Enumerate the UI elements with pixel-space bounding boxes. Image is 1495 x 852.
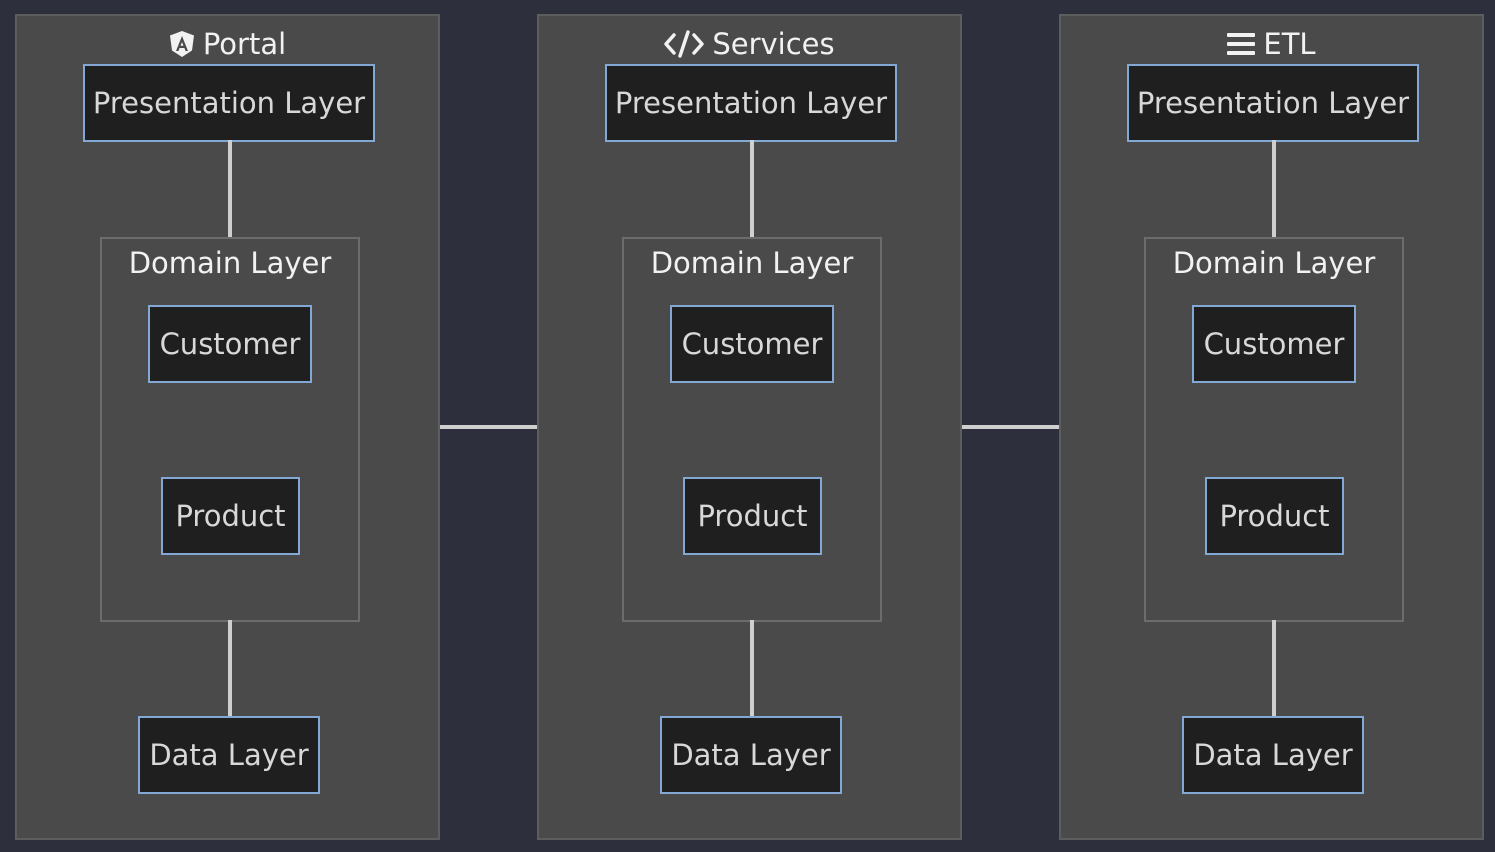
edge-portal-services [440,425,537,429]
product-node[interactable]: Product [683,477,822,555]
subsystem-etl: ETL Presentation Layer Domain Layer Cust… [1059,14,1484,840]
code-icon [664,30,705,58]
product-node[interactable]: Product [161,477,300,555]
customer-node[interactable]: Customer [148,305,312,383]
data-layer-node[interactable]: Data Layer [660,716,842,794]
data-layer-node[interactable]: Data Layer [1182,716,1364,794]
subsystem-title: ETL [1061,24,1482,64]
subsystem-title-text: Services [712,27,835,61]
customer-node[interactable]: Customer [670,305,834,383]
domain-layer-group: Domain Layer Customer Product [100,237,360,622]
customer-node[interactable]: Customer [1192,305,1356,383]
subsystem-title-text: Portal [202,27,287,61]
domain-layer-group: Domain Layer Customer Product [622,237,882,622]
presentation-layer-node[interactable]: Presentation Layer [83,64,375,142]
domain-layer-label: Domain Layer [128,246,332,280]
subsystem-title-text: ETL [1263,27,1316,61]
product-node[interactable]: Product [1205,477,1344,555]
presentation-layer-node[interactable]: Presentation Layer [605,64,897,142]
subsystem-title: Services [539,24,960,64]
edge-presentation-domain [750,140,754,238]
bars-icon [1227,31,1256,57]
edge-services-etl [962,425,1059,429]
domain-layer-label: Domain Layer [650,246,854,280]
data-layer-node[interactable]: Data Layer [138,716,320,794]
edge-presentation-domain [228,140,232,238]
domain-layer-label: Domain Layer [1172,246,1376,280]
subsystem-portal: Portal Presentation Layer Domain Layer C… [15,14,440,840]
subsystem-title: Portal [17,24,438,64]
angular-shield-icon [169,30,195,58]
edge-domain-data [228,620,232,718]
presentation-layer-node[interactable]: Presentation Layer [1127,64,1419,142]
edge-domain-data [1272,620,1276,718]
subsystem-services: Services Presentation Layer Domain Layer… [537,14,962,840]
edge-domain-data [750,620,754,718]
edge-presentation-domain [1272,140,1276,238]
domain-layer-group: Domain Layer Customer Product [1144,237,1404,622]
